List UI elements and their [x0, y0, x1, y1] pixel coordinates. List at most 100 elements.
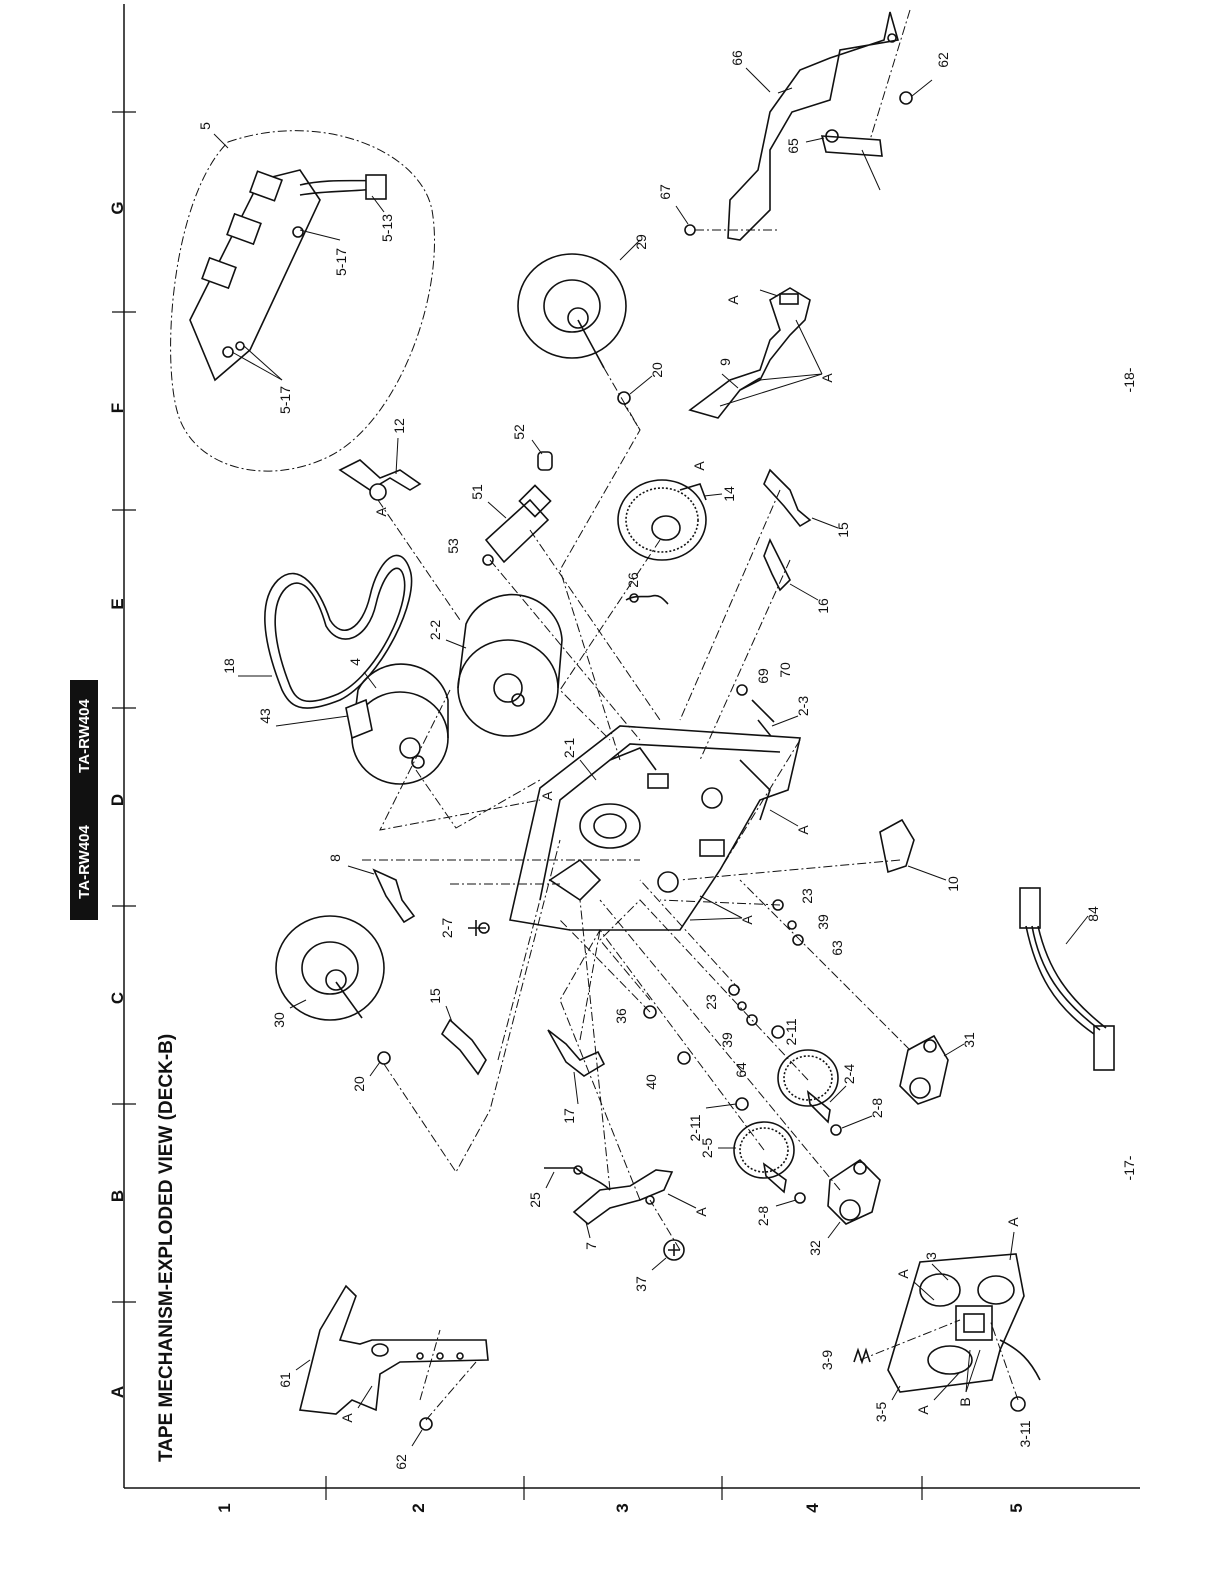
row-ticks [325, 1476, 923, 1500]
diagram-title: TAPE MECHANISM-EXPLODED VIEW (DECK-B) [156, 1034, 177, 1462]
label-70: 70 [777, 662, 793, 678]
part-40-screw [677, 1051, 691, 1065]
part-23-washer-lower [728, 984, 740, 996]
column-label-f: F [108, 403, 127, 413]
part-2-11-washer-right [771, 1025, 785, 1039]
label-40: 40 [643, 1074, 659, 1090]
label-3-11: 3-11 [1017, 1420, 1033, 1447]
label-26: 26 [625, 572, 641, 588]
label-64: 64 [733, 1062, 749, 1078]
part-30-reel [275, 915, 385, 1021]
label-52: 52 [511, 424, 527, 440]
label-a-chassis-bottom: A [739, 915, 755, 925]
label-5-17-upper: 5-17 [333, 248, 349, 276]
label-61: 61 [277, 1372, 293, 1388]
part-9-lever [688, 287, 811, 419]
label-29: 29 [633, 234, 649, 250]
label-23-lower: 23 [703, 994, 719, 1010]
label-20-right: 20 [649, 362, 665, 378]
label-36: 36 [613, 1008, 629, 1024]
part-36-screw [643, 1005, 657, 1019]
part-62-screw-top [899, 79, 933, 105]
label-17: 17 [561, 1108, 577, 1124]
label-65: 65 [785, 138, 801, 154]
label-2-5: 2-5 [699, 1138, 715, 1158]
part-15-lever-left [440, 1018, 487, 1076]
column-label-e: E [108, 598, 127, 609]
label-16: 16 [815, 598, 831, 614]
row-label-2: 2 [409, 1503, 428, 1512]
label-a-9-top: A [725, 295, 741, 305]
part-32-roller [827, 1158, 881, 1225]
column-label-g: G [108, 201, 127, 214]
label-15-left: 15 [427, 988, 443, 1004]
label-2-1: 2-1 [561, 738, 577, 758]
page-number-right: -18- [1121, 367, 1137, 392]
part-63-part [792, 934, 804, 946]
part-2-8-washer-left [794, 1192, 806, 1204]
part-2-5-flywheel [733, 1121, 795, 1194]
part-26-spring [625, 593, 669, 605]
label-39-lower: 39 [719, 1032, 735, 1048]
part-65-part [820, 129, 883, 191]
model-name-left: TA-RW404 [76, 825, 93, 899]
label-37: 37 [633, 1276, 649, 1292]
label-23-upper: 23 [799, 888, 815, 904]
part-43-bracket [345, 698, 373, 740]
part-29-reel [517, 239, 641, 369]
label-b: B [957, 1397, 973, 1406]
label-15-right: 15 [835, 522, 851, 538]
label-3-9: 3-9 [819, 1350, 835, 1370]
label-2-11-left: 2-11 [687, 1114, 703, 1141]
label-a-7: A [693, 1207, 709, 1217]
label-5-13: 5-13 [379, 214, 395, 242]
part-14-gear [617, 479, 707, 561]
model-header-bar [70, 680, 98, 920]
part-62-screw-bottom [419, 1417, 433, 1431]
label-30: 30 [271, 1012, 287, 1028]
column-labels: A B C D E F G [108, 201, 127, 1398]
label-7: 7 [583, 1242, 599, 1250]
label-31: 31 [961, 1032, 977, 1048]
label-53: 53 [445, 538, 461, 554]
label-3: 3 [923, 1252, 939, 1260]
part-number-labels: 5 5-17 5-13 5-17 66 62 65 67 29 20 A 9 A… [197, 50, 1101, 1470]
label-2-4: 2-4 [841, 1064, 857, 1084]
label-a-3-top: A [1005, 1217, 1021, 1227]
label-3-5: 3-5 [873, 1402, 889, 1422]
part-20-washer-right [617, 391, 641, 431]
label-2-7: 2-7 [439, 918, 455, 938]
label-a-chassis-right: A [795, 825, 811, 835]
part-84-wire-harness [1019, 887, 1115, 1071]
label-2-2: 2-2 [427, 620, 443, 640]
label-10: 10 [945, 876, 961, 892]
part-12-arm [338, 459, 461, 621]
part-66-bracket [727, 9, 911, 241]
label-9: 9 [717, 358, 733, 366]
label-a-9-side: A [819, 373, 835, 383]
column-ticks [112, 111, 136, 1303]
part-51-solenoid [482, 484, 552, 566]
label-66: 66 [729, 50, 745, 66]
model-header: TA-RW404 TA-RW404 [70, 680, 98, 920]
part-8-clip [372, 868, 416, 924]
part-39-part-lower [737, 1001, 747, 1011]
label-18: 18 [221, 658, 237, 674]
part-70-spring [751, 699, 775, 723]
column-label-d: D [108, 794, 127, 806]
column-label-c: C [108, 992, 127, 1004]
label-63: 63 [829, 940, 845, 956]
part-3-head-block [887, 1253, 1041, 1393]
part-2-2-motor [457, 593, 563, 737]
label-a-3-bottom: A [915, 1405, 931, 1415]
label-2-11-right: 2-11 [783, 1018, 799, 1045]
label-67: 67 [657, 184, 673, 200]
model-name-right: TA-RW404 [76, 699, 93, 773]
row-label-3: 3 [613, 1503, 632, 1512]
label-62-bottom: 62 [393, 1454, 409, 1470]
label-69: 69 [755, 668, 771, 684]
part-2-11-washer-left [735, 1097, 749, 1111]
label-a-14: A [691, 461, 707, 471]
part-64-part [746, 1014, 758, 1026]
